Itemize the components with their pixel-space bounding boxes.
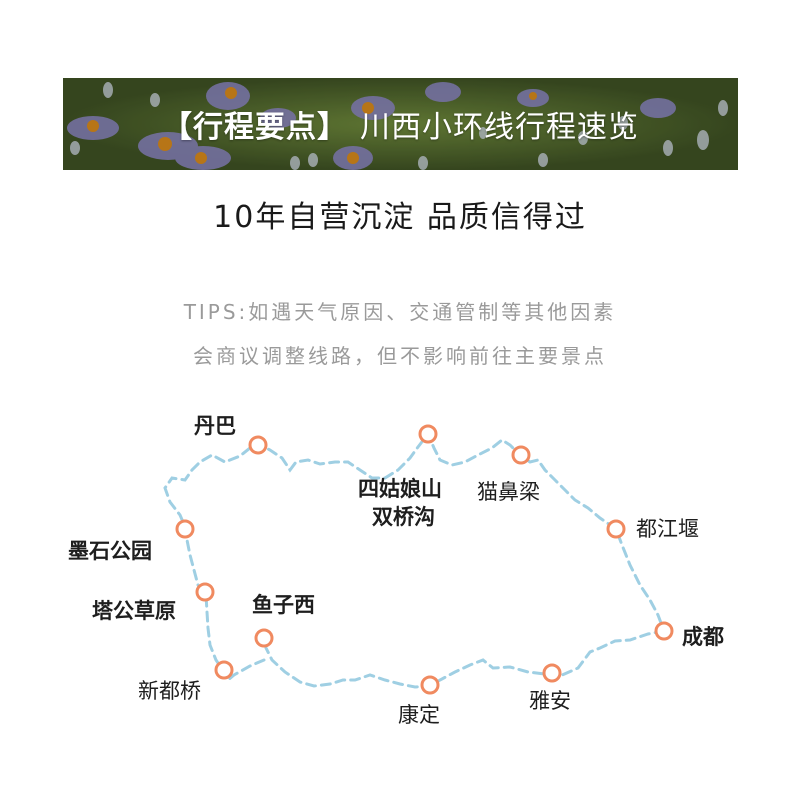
route-line xyxy=(163,431,666,689)
slogan: 10年自营沉淀 品质信得过 xyxy=(213,200,587,235)
tips-line-2: 会商议调整线路，但不影响前往主要景点 xyxy=(193,344,607,368)
stop-marker-xinduqiao xyxy=(214,660,234,680)
stop-label-maobiliang: 猫鼻梁 xyxy=(477,480,540,504)
stop-label-tagong-grassland: 塔公草原 xyxy=(92,599,176,623)
stop-marker-maobiliang xyxy=(511,445,531,465)
stop-label-dujiangyan: 都江堰 xyxy=(636,517,699,541)
stop-marker-chengdu xyxy=(654,621,674,641)
stop-marker-siguniangshan xyxy=(418,424,438,444)
stop-marker-yaan xyxy=(542,663,562,683)
banner-title: 【行程要点】 川西小环线行程速览 xyxy=(63,78,738,170)
banner-title-light: 川西小环线行程速览 xyxy=(360,110,639,145)
tips-line-1: TIPS:如遇天气原因、交通管制等其他因素 xyxy=(183,300,617,324)
header-banner: 【行程要点】 川西小环线行程速览 xyxy=(63,78,738,170)
stop-label-xinduqiao: 新都桥 xyxy=(138,679,201,703)
stop-label-danba: 丹巴 xyxy=(194,414,236,438)
stop-label-yaan: 雅安 xyxy=(529,689,571,713)
wildflower-meadow-image xyxy=(63,78,738,170)
stop-marker-moshi-park xyxy=(175,519,195,539)
stop-marker-yuzixi xyxy=(254,628,274,648)
stop-marker-tagong-grassland xyxy=(195,582,215,602)
stop-label-chengdu: 成都 xyxy=(682,625,724,649)
stop-marker-kangding xyxy=(420,675,440,695)
banner-title-bold: 【行程要点】 xyxy=(162,110,348,145)
stop-marker-dujiangyan xyxy=(606,519,626,539)
stop-label-moshi-park: 墨石公园 xyxy=(68,539,152,563)
stop-label-kangding: 康定 xyxy=(398,703,440,727)
stop-marker-danba xyxy=(248,435,268,455)
stop-label-shuangqiaogou: 双桥沟 xyxy=(372,505,435,529)
stop-label-siguniangshan: 四姑娘山 xyxy=(358,477,442,501)
stop-label-yuzixi: 鱼子西 xyxy=(252,593,315,617)
